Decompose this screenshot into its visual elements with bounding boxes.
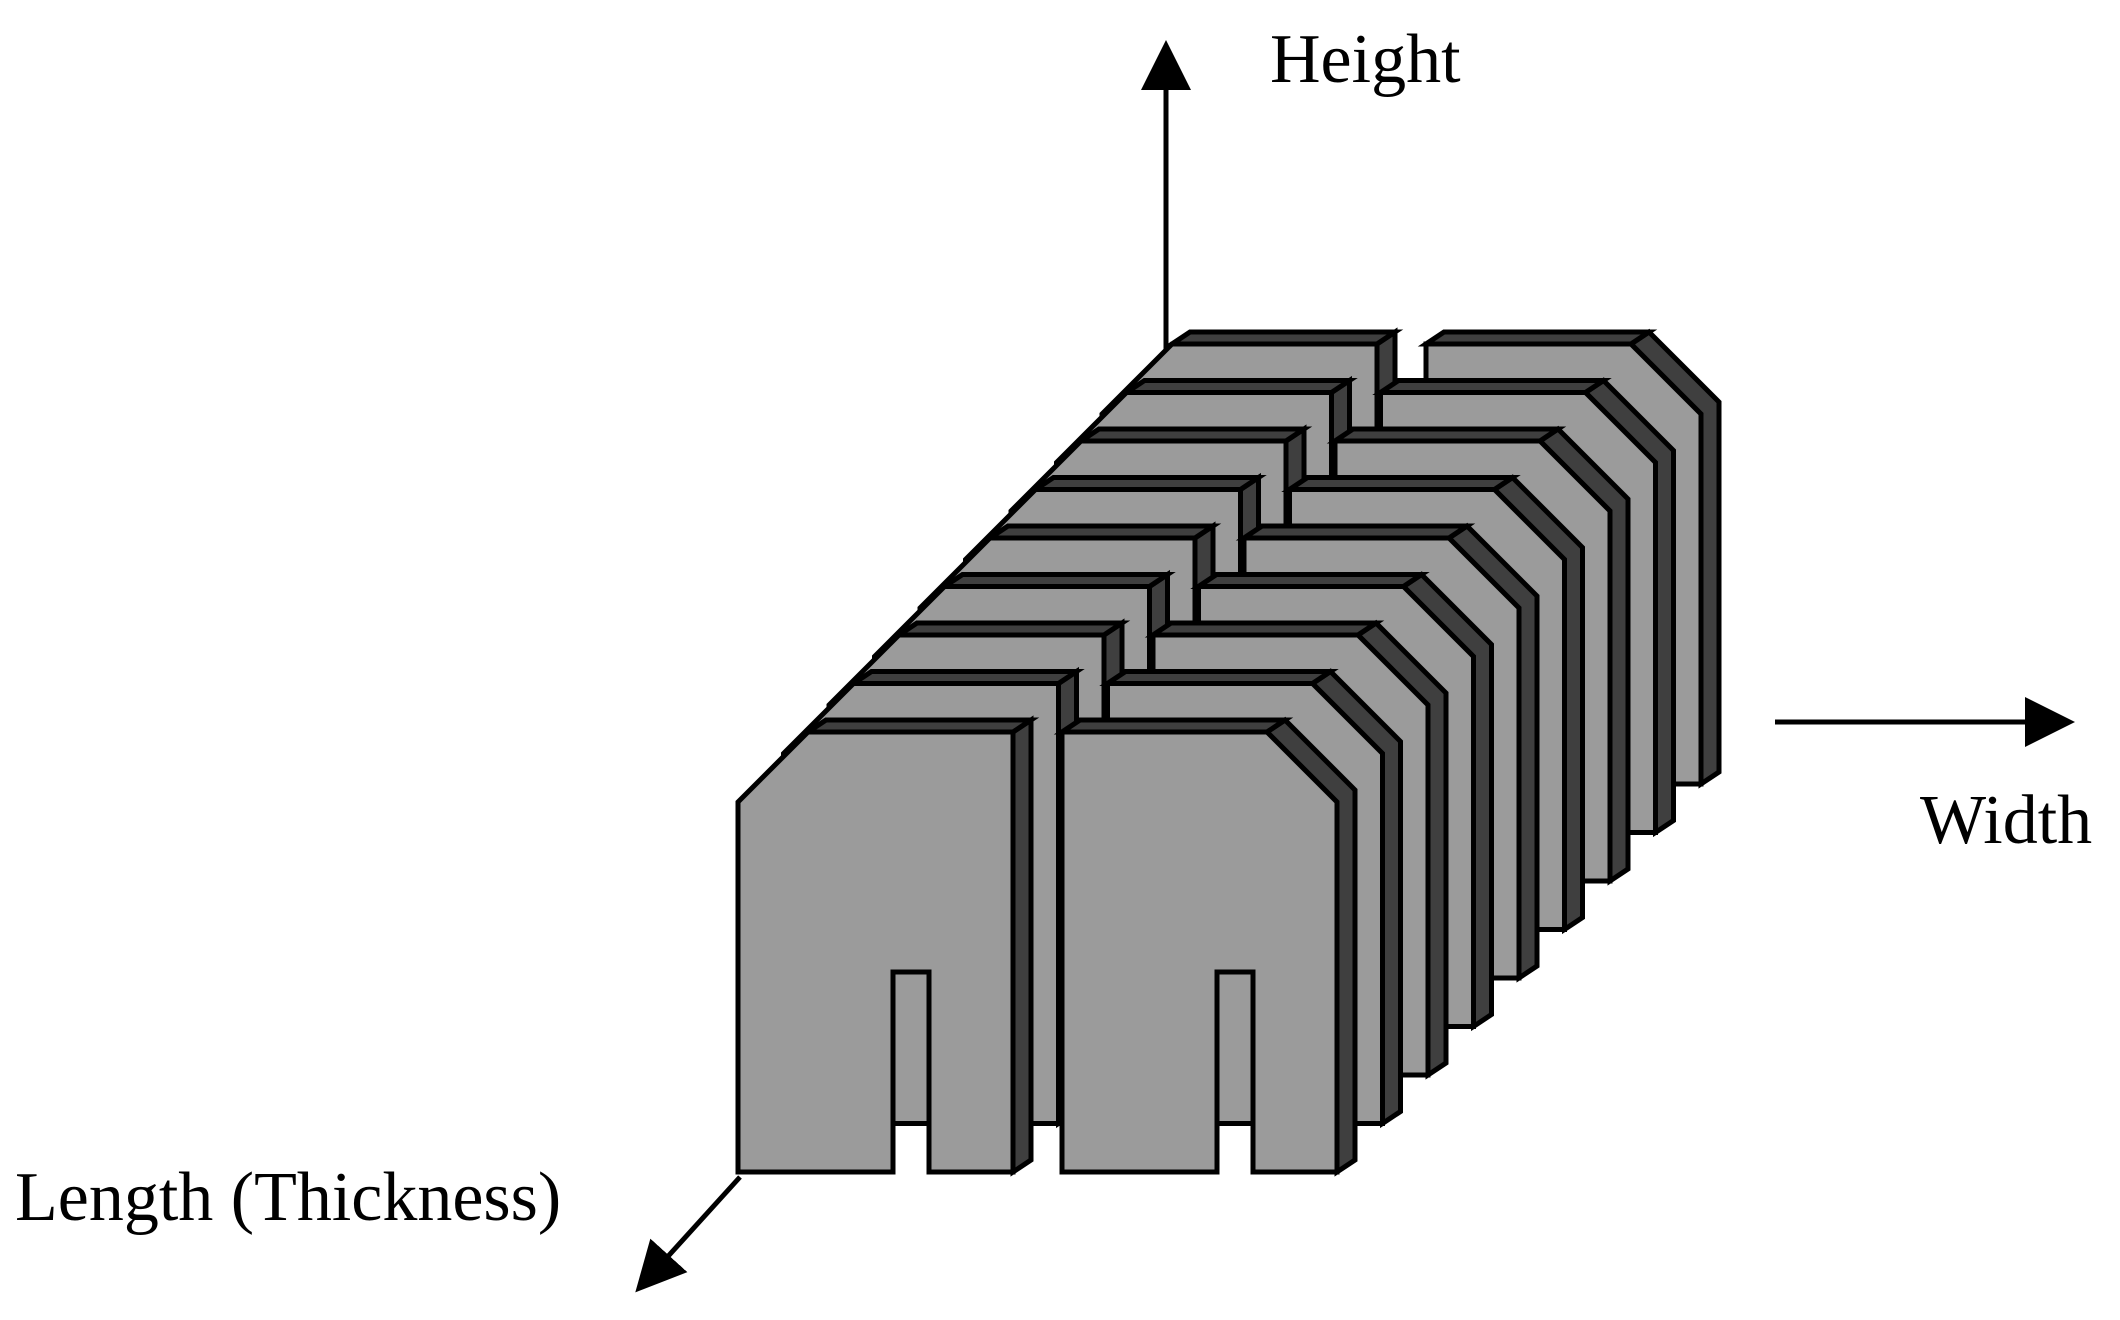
length-axis-arrow [635,1175,742,1293]
plate-front-r0-p0 [735,729,1016,1175]
plate-side-r0-p0 [1010,715,1034,1177]
height-axis-label: Height [1270,21,1461,98]
width-axis-label: Width [1920,782,2092,859]
plate-front-r1-p0 [1059,729,1340,1175]
plate-stack [735,327,1722,1177]
length-axis-label: Length (Thickness) [15,1159,561,1236]
